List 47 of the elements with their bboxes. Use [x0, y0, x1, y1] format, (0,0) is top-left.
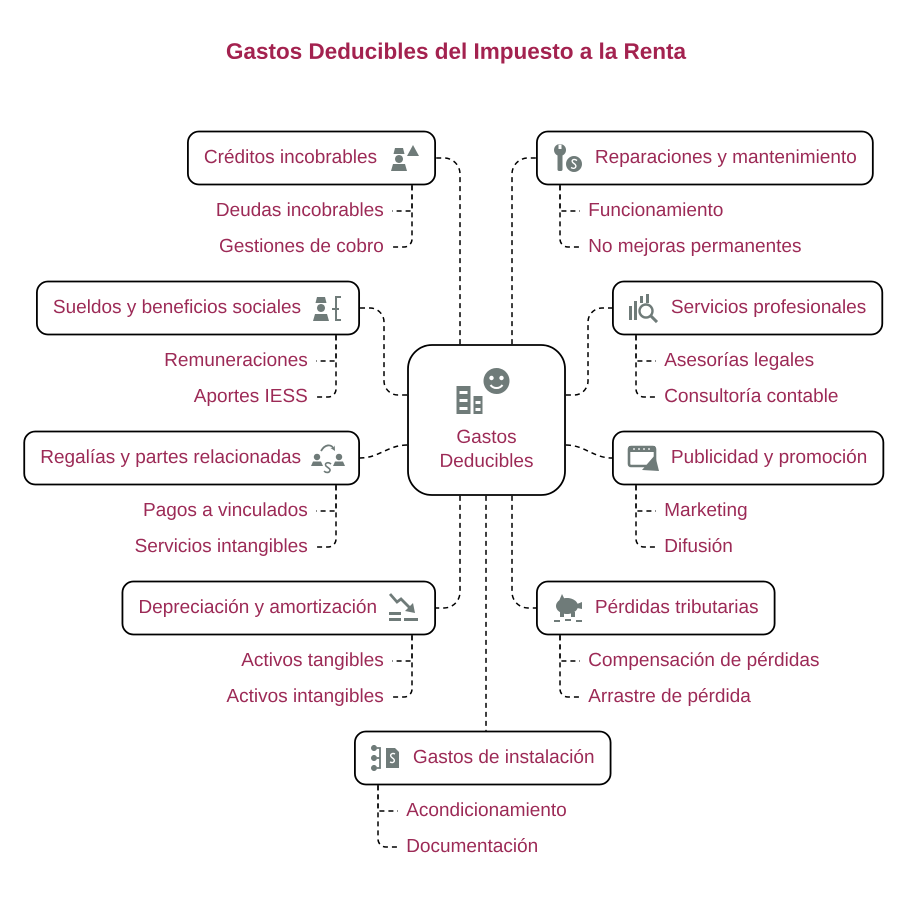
connector-line — [436, 496, 461, 609]
subtopic-label: Activos intangibles — [226, 688, 384, 706]
connector-line — [392, 185, 413, 248]
subtopic-label: Remuneraciones — [166, 352, 308, 366]
connector-line — [316, 485, 337, 548]
topic-box: Pérdidas tributarias — [536, 580, 776, 636]
subtopic-label: Deudas incobrables — [217, 202, 384, 216]
topic-box: Publicidad y promoción — [612, 430, 884, 486]
subtopic-label: Marketing — [666, 502, 746, 520]
subtopic-label: Aportes IESS — [194, 388, 307, 406]
subtopic-label: Compensación de pérdidas — [589, 652, 819, 670]
subtopic-label: Funcionamiento — [590, 202, 723, 216]
connector-line — [360, 307, 408, 396]
connector-line — [316, 335, 337, 398]
subtopic-label: Asesorías legales — [664, 352, 814, 370]
connector-line — [360, 444, 408, 459]
subtopic-label: Documentación — [408, 838, 537, 852]
connector-line — [377, 785, 398, 848]
subtopic-label: Acondicionamiento — [406, 802, 566, 816]
subtopic-label: Arrastre de pérdida — [588, 688, 751, 706]
connector-line — [559, 635, 580, 698]
title: Gastos Deducibles del Impuesto a la Renta — [226, 42, 686, 64]
connector-line — [511, 496, 536, 609]
connector-line — [635, 335, 656, 398]
topic-box: Reparaciones y mantenimiento — [536, 130, 874, 186]
subtopic-label: Difusión — [666, 538, 732, 552]
connector-line — [566, 444, 612, 459]
topic-box: Regalías y partes relacionadas — [23, 430, 360, 486]
subtopic-label: Gestiones de cobro — [220, 238, 383, 252]
connector-line — [511, 157, 536, 344]
subtopic-label: Servicios intangibles — [135, 538, 308, 556]
subtopic-label: Pagos a vinculados — [144, 502, 308, 520]
topic-box: Créditos incobrables — [187, 130, 436, 186]
connector-line — [635, 485, 656, 548]
connector-line — [566, 307, 612, 396]
subtopic-label: Activos tangibles — [241, 652, 384, 670]
connector-line — [436, 157, 461, 344]
subtopic-label: Consultoría contable — [665, 388, 838, 402]
connector-line — [559, 185, 580, 248]
subtopic-label: No mejoras permanentes — [590, 238, 801, 256]
topic-box: Servicios profesionales — [612, 280, 884, 336]
connector-line — [485, 496, 487, 731]
connector-line — [392, 635, 413, 698]
central-box: Gastos Deducibles — [407, 344, 566, 496]
topic-box: Depreciación y amortización — [122, 580, 436, 636]
topic-box: Gastos de instalación — [354, 730, 612, 786]
topic-box: Sueldos y beneficios sociales — [36, 280, 360, 336]
